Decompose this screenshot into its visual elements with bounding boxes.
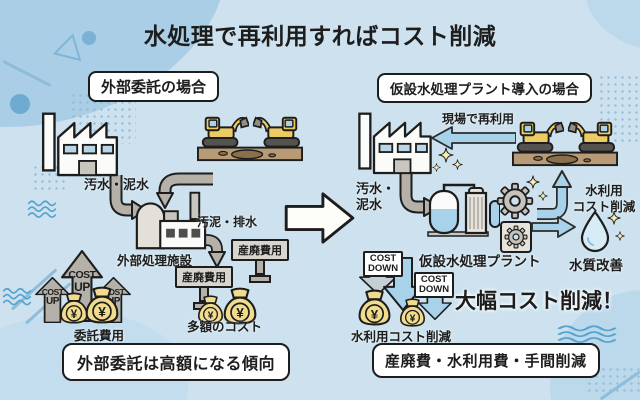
plant-label: 仮設水処理プラント bbox=[419, 254, 541, 269]
arrow-site-to-facility bbox=[156, 172, 213, 209]
sign-post bbox=[255, 261, 265, 275]
factory-icon bbox=[41, 112, 119, 177]
decor-waves bbox=[2, 287, 32, 306]
waste-cost-sign-label: 産廃費用 bbox=[175, 266, 233, 288]
page-title: 水処理で再利用すればコスト削減 bbox=[143, 23, 497, 49]
transition-arrow bbox=[284, 192, 355, 244]
outsourcing-cost-label: 委託費用 bbox=[73, 329, 124, 343]
sparkle-icon bbox=[526, 175, 540, 189]
decor-triangle bbox=[52, 33, 82, 62]
water-cost-bottom-label: 水利用コスト削減 bbox=[351, 330, 452, 344]
right-conclusion-box: 産廃費・水利用費・手間削減 bbox=[372, 343, 600, 378]
left-conclusion-box: 外部委託は高額になる傾向 bbox=[62, 343, 291, 381]
sparkle-icon bbox=[452, 159, 463, 170]
money-bag-icon bbox=[399, 298, 426, 327]
sewage-label-right: 汚水・泥水 bbox=[356, 181, 396, 213]
sparkle-icon bbox=[538, 191, 548, 201]
excavator-site-icon bbox=[512, 116, 618, 168]
decor-waves bbox=[27, 200, 57, 218]
water-cost-side-label: 水利用 コスト削減 bbox=[572, 184, 636, 215]
sparkle-icon bbox=[615, 231, 625, 241]
decor-circle bbox=[82, 31, 96, 45]
water-quality-label: 水質改善 bbox=[569, 258, 623, 273]
large-cost-label: 多額のコスト bbox=[187, 320, 263, 334]
facility-label: 外部処理施設 bbox=[117, 254, 193, 268]
arrow-water-reuse-up bbox=[537, 170, 572, 220]
excavator-site-icon bbox=[197, 111, 303, 163]
gear-box bbox=[500, 221, 532, 253]
gear-icon bbox=[504, 225, 528, 249]
reuse-arrow-left bbox=[431, 126, 516, 150]
sparkle-icon bbox=[432, 163, 441, 172]
waste-cost-sign: 産廃費用 bbox=[231, 239, 289, 283]
right-section-header: 仮設水処理プラント導入の場合 bbox=[377, 73, 592, 103]
sludge-label: 汚泥・排水 bbox=[197, 215, 258, 229]
decor-circle bbox=[10, 94, 30, 114]
arrow-factory-to-facility bbox=[109, 175, 147, 220]
sign-base bbox=[249, 275, 271, 283]
decor-waves bbox=[557, 325, 617, 344]
sewage-label-left: 汚水・泥水 bbox=[84, 177, 150, 192]
sign-post bbox=[199, 288, 209, 302]
big-message: 大幅コスト削減！ bbox=[455, 290, 623, 313]
money-bag-icon bbox=[358, 289, 391, 326]
factory-icon bbox=[358, 112, 432, 175]
treatment-plant-icon bbox=[427, 183, 500, 237]
left-section-header: 外部委託の場合 bbox=[88, 71, 220, 102]
waste-cost-sign-label: 産廃費用 bbox=[231, 239, 289, 261]
money-bag-icon bbox=[85, 286, 119, 324]
sparkle-icon bbox=[607, 211, 621, 225]
water-quality-arrow bbox=[531, 216, 576, 238]
onsite-reuse-label: 現場で再利用 bbox=[442, 112, 515, 126]
